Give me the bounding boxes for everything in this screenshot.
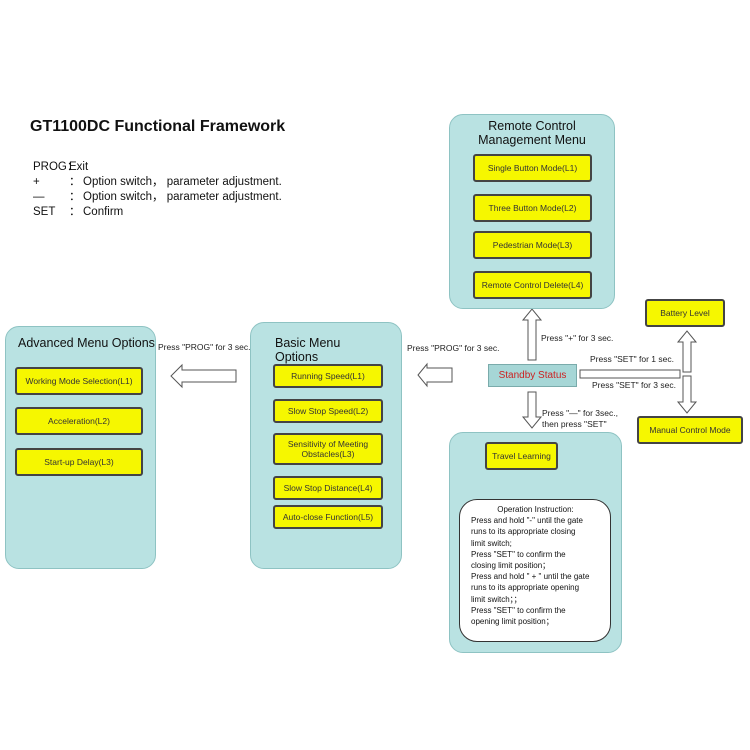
- legend-sep: ：: [69, 206, 81, 218]
- label-set-battery: Press "SET" for 1 sec.: [590, 354, 674, 364]
- page-title: GT1100DC Functional Framework: [30, 118, 286, 135]
- advanced-item-acceleration[interactable]: Acceleration(L2): [15, 407, 143, 435]
- basic-item-slow-stop-distance[interactable]: Slow Stop Distance(L4): [273, 476, 383, 500]
- advanced-menu-title: Advanced Menu Options: [18, 336, 155, 350]
- operation-instruction: Operation Instruction: Press and hold "-…: [459, 499, 611, 642]
- legend-desc: Confirm: [83, 206, 124, 218]
- instruction-text: Press and hold "-" until the gate runs t…: [471, 516, 590, 627]
- arrow-to-advanced: [170, 363, 237, 389]
- key-legend: PROG：Exit +：Option switch， parameter adj…: [33, 160, 282, 220]
- legend-desc: Exit: [69, 161, 89, 173]
- arrow-to-remote: [521, 308, 543, 361]
- remote-item-pedestrian[interactable]: Pedestrian Mode(L3): [473, 231, 592, 259]
- remote-item-delete[interactable]: Remote Control Delete(L4): [473, 271, 592, 299]
- label-minus-line1: Press "—" for 3sec.,: [542, 408, 618, 418]
- battery-level-button[interactable]: Battery Level: [645, 299, 725, 327]
- legend-key: SET: [33, 206, 56, 218]
- legend-row: PROG：Exit: [33, 160, 282, 175]
- arrow-to-basic: [417, 362, 453, 388]
- legend-desc: Option switch， parameter adjustment.: [83, 191, 282, 203]
- instruction-heading: Operation Instruction:: [497, 505, 574, 514]
- advanced-item-working-mode[interactable]: Working Mode Selection(L1): [15, 367, 143, 395]
- legend-sep: ：: [69, 191, 81, 203]
- arrow-to-manual: [676, 375, 698, 414]
- basic-item-slow-stop-speed[interactable]: Slow Stop Speed(L2): [273, 399, 383, 423]
- remote-menu-title-2: Management Menu: [478, 133, 586, 147]
- basic-item-auto-close[interactable]: Auto-close Function(L5): [273, 505, 383, 529]
- remote-menu-panel: Remote Control Management Menu Single Bu…: [449, 114, 615, 309]
- legend-sep: ：: [69, 176, 81, 188]
- basic-menu-title-2: Options: [275, 350, 319, 364]
- travel-learning-button[interactable]: Travel Learning: [485, 442, 558, 470]
- legend-key: +: [33, 176, 40, 188]
- arrow-to-travel: [521, 391, 543, 429]
- manual-control-button[interactable]: Manual Control Mode: [637, 416, 743, 444]
- advanced-item-startup-delay[interactable]: Start-up Delay(L3): [15, 448, 143, 476]
- standby-status[interactable]: Standby Status: [488, 364, 577, 387]
- legend-key: —: [33, 191, 45, 203]
- label-prog-advanced: Press "PROG" for 3 sec.: [158, 342, 251, 352]
- legend-row: SET ：Confirm: [33, 205, 282, 220]
- basic-menu-title: Basic Menu: [275, 336, 341, 350]
- basic-item-sensitivity[interactable]: Sensitivity of Meeting Obstacles(L3): [273, 433, 383, 465]
- arrow-branch-horizontal: [579, 369, 681, 379]
- remote-item-single-button[interactable]: Single Button Mode(L1): [473, 154, 592, 182]
- basic-menu-panel: Basic Menu Options Running Speed(L1) Slo…: [250, 322, 402, 569]
- legend-key: PROG：: [33, 161, 79, 173]
- label-plus-remote: Press "+" for 3 sec.: [541, 333, 614, 343]
- label-minus-travel: Press "—" for 3sec., then press "SET": [542, 408, 618, 430]
- basic-item-running-speed[interactable]: Running Speed(L1): [273, 364, 383, 388]
- remote-item-three-button[interactable]: Three Button Mode(L2): [473, 194, 592, 222]
- label-prog-basic: Press "PROG" for 3 sec.: [407, 343, 500, 353]
- label-set-manual: Press "SET" for 3 sec.: [592, 380, 676, 390]
- arrow-to-battery: [676, 330, 698, 373]
- legend-row: — ：Option switch， parameter adjustment.: [33, 190, 282, 205]
- advanced-menu-panel: Advanced Menu Options Working Mode Selec…: [5, 326, 156, 569]
- remote-menu-title: Remote Control: [488, 119, 576, 133]
- legend-row: + ：Option switch， parameter adjustment.: [33, 175, 282, 190]
- legend-desc: Option switch， parameter adjustment.: [83, 176, 282, 188]
- label-minus-line2: then press "SET": [542, 419, 607, 429]
